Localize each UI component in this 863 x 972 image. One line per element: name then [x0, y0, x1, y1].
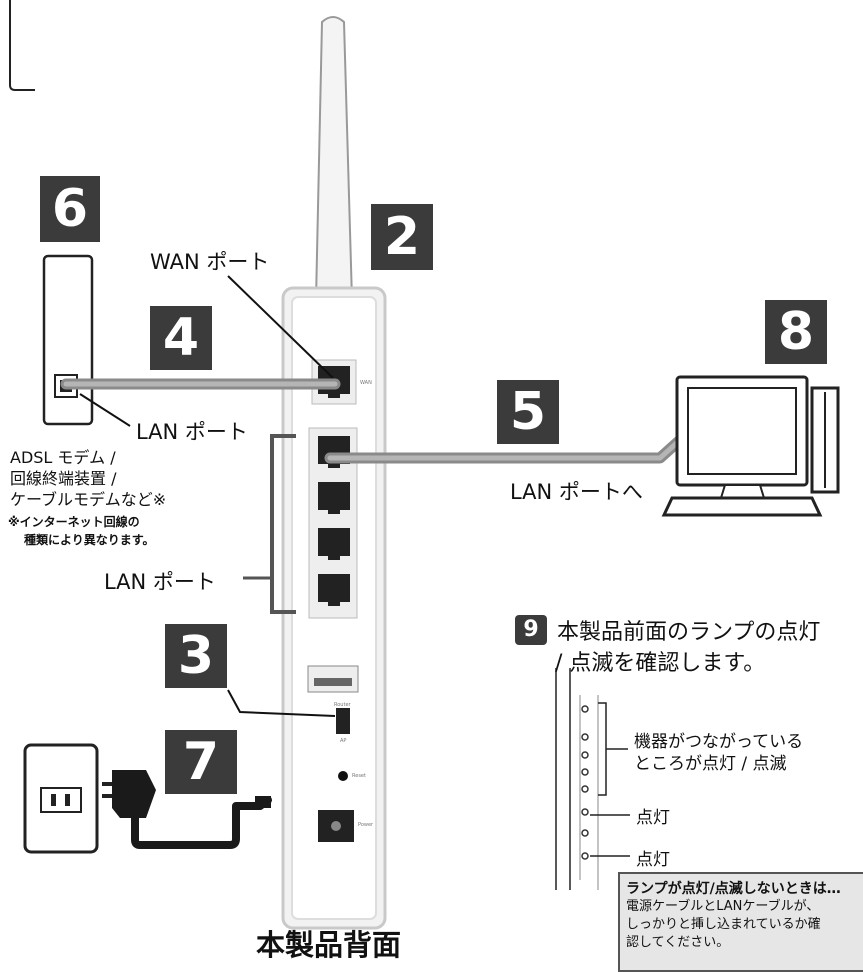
- panel-wan-label: WAN: [360, 380, 372, 386]
- note-line1: ※インターネット回線の: [8, 515, 140, 529]
- wan-port-label: WAN ポート: [150, 250, 270, 274]
- lamp-group-line1: 機器がつながっている: [634, 732, 804, 752]
- caption-rear-panel: 本製品背面: [256, 928, 402, 962]
- corner-frame: [9, 0, 35, 91]
- lan-bracket: [270, 434, 296, 614]
- step-3-badge: 3: [165, 624, 227, 688]
- lamp-group-line2: ところが点灯 / 点滅: [634, 754, 787, 774]
- note-line2: 種類により異なります。: [24, 533, 155, 547]
- step-9-badge: 9: [515, 615, 547, 645]
- power-jack-icon: [318, 810, 354, 842]
- modem-icon: [42, 254, 94, 426]
- step-6-badge: 6: [40, 176, 100, 242]
- step-4-badge: 4: [150, 306, 212, 370]
- step-7-badge: 7: [165, 730, 237, 794]
- troubleshoot-note: ランプが点灯/点滅しないときは… 電源ケーブルとLANケーブルが、 しっかりと挿…: [618, 872, 863, 972]
- step-2-badge: 2: [371, 204, 433, 270]
- step-8-badge: 8: [765, 300, 827, 364]
- panel-router-label: Router: [334, 702, 351, 708]
- lamp-on-label-1: 点灯: [636, 808, 670, 828]
- modem-desc-line1: ADSL モデム /: [10, 448, 116, 467]
- usb-port-icon: [307, 665, 359, 693]
- router-lan-ports-label: LAN ポート: [104, 570, 216, 594]
- modem-lan-port-label: LAN ポート: [136, 420, 248, 444]
- troubleshoot-title: ランプが点灯/点滅しないときは…: [626, 881, 841, 897]
- panel-power-label: Power: [358, 822, 374, 828]
- wall-outlet-icon: [23, 743, 99, 854]
- step-5-badge: 5: [497, 380, 559, 444]
- lamp-strip-icon: [555, 668, 630, 890]
- modem-desc-line2: 回線終端装置 /: [10, 469, 117, 488]
- reset-button-icon: [338, 771, 348, 781]
- troubleshoot-line1: 電源ケーブルとLANケーブルが、: [626, 899, 820, 914]
- modem-desc-line3: ケーブルモデムなど※: [10, 490, 167, 509]
- lamp-on-label-2: 点灯: [636, 850, 670, 870]
- pc-lan-port-label: LAN ポートへ: [510, 480, 643, 504]
- troubleshoot-line2: しっかりと挿し込まれているか確: [626, 917, 821, 932]
- panel-reset-label: Reset: [352, 773, 366, 779]
- troubleshoot-line3: 認してください。: [626, 935, 730, 950]
- panel-ap-label: AP: [340, 738, 347, 744]
- step9-line2: / 点滅を確認します。: [555, 651, 766, 676]
- mode-switch-icon: [336, 708, 350, 734]
- power-adapter-icon: [102, 770, 272, 849]
- step9-line1: 本製品前面のランプの点灯: [557, 620, 821, 645]
- computer-icon: [661, 375, 840, 517]
